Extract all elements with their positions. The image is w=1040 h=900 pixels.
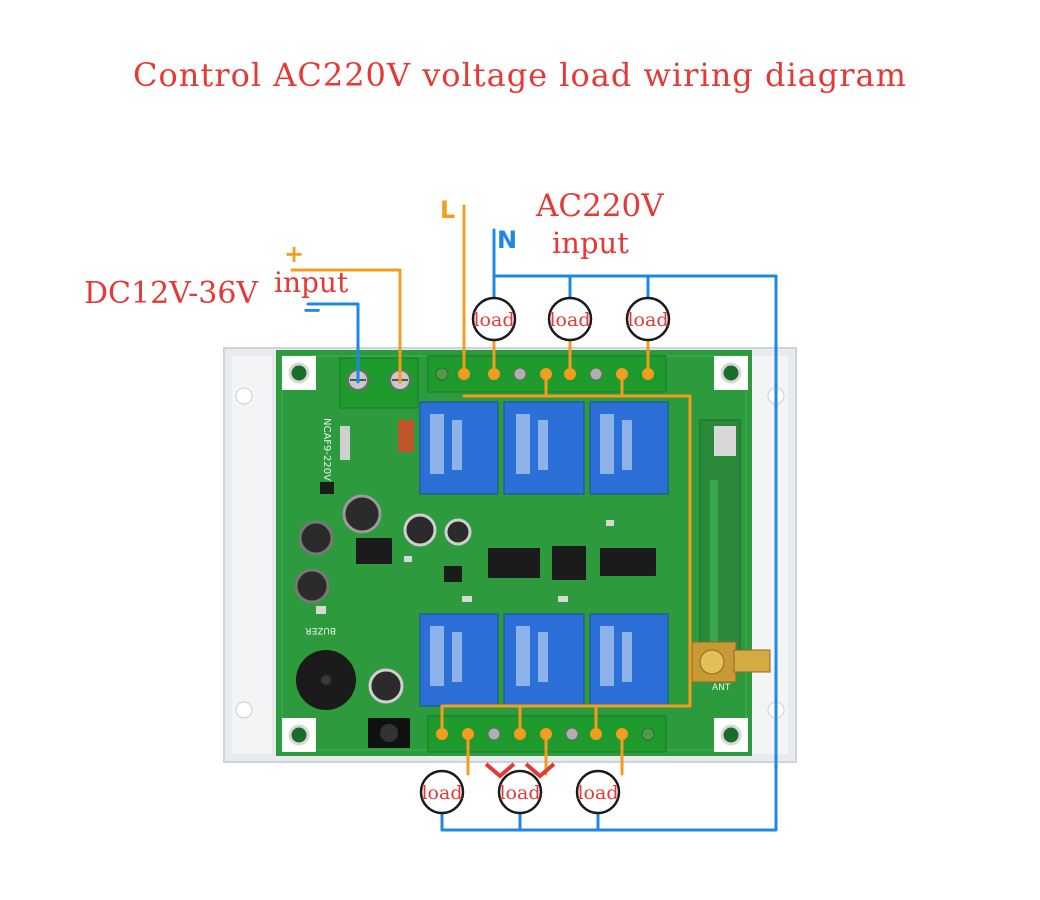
svg-text:load: load xyxy=(473,309,514,331)
ac-input-label: AC220V xyxy=(536,188,664,224)
case-hole-bottom-left xyxy=(235,701,253,719)
case-left-tab xyxy=(232,356,272,754)
svg-text:BUZER: BUZER xyxy=(305,625,336,635)
pcb-mount-holes xyxy=(282,356,748,752)
live-common-bus xyxy=(462,394,692,704)
case-right-tab xyxy=(750,356,788,754)
load-1: load xyxy=(471,296,517,342)
load-3: load xyxy=(625,296,671,342)
svg-text:load: load xyxy=(577,782,618,804)
small-components xyxy=(316,420,614,614)
ac-input-sub-label: input xyxy=(552,226,629,260)
relay-modules xyxy=(419,401,669,707)
svg-text:load: load xyxy=(627,309,668,331)
rf-receiver-module xyxy=(699,419,741,661)
svg-text:load: load xyxy=(421,782,462,804)
load-5: load xyxy=(497,769,543,815)
red-chevron-marks xyxy=(484,762,556,779)
svg-text:load: load xyxy=(499,782,540,804)
load-4: load xyxy=(419,769,465,815)
terminal-screw-points xyxy=(436,368,654,740)
live-wire-label: L xyxy=(440,196,456,224)
case-hole-top-left xyxy=(235,387,253,405)
push-button xyxy=(368,718,410,748)
svg-text:ANT: ANT xyxy=(712,683,731,693)
diagram-title: Control AC220V voltage load wiring diagr… xyxy=(133,56,907,94)
neutral-loop-wire xyxy=(440,228,778,832)
antenna-connector xyxy=(691,641,771,683)
dc-positive-wire xyxy=(290,268,402,384)
svg-text:NCAF9-220V: NCAF9-220V xyxy=(321,418,332,481)
plus-sign: + xyxy=(284,240,305,268)
dc-input-label: DC12V-36V xyxy=(84,276,259,311)
load-2: load xyxy=(547,296,593,342)
load-6: load xyxy=(575,769,621,815)
svg-text:load: load xyxy=(549,309,590,331)
live-bottom-bus xyxy=(440,700,692,708)
dc-negative-wire xyxy=(306,302,360,384)
board-text: NCAF9-220V BUZER ANT xyxy=(305,418,731,693)
capacitors xyxy=(294,494,472,704)
neutral-wire-label: N xyxy=(497,226,518,254)
integrated-circuits xyxy=(320,482,656,582)
dc-terminal-block xyxy=(339,357,419,409)
buzzer xyxy=(296,650,356,710)
